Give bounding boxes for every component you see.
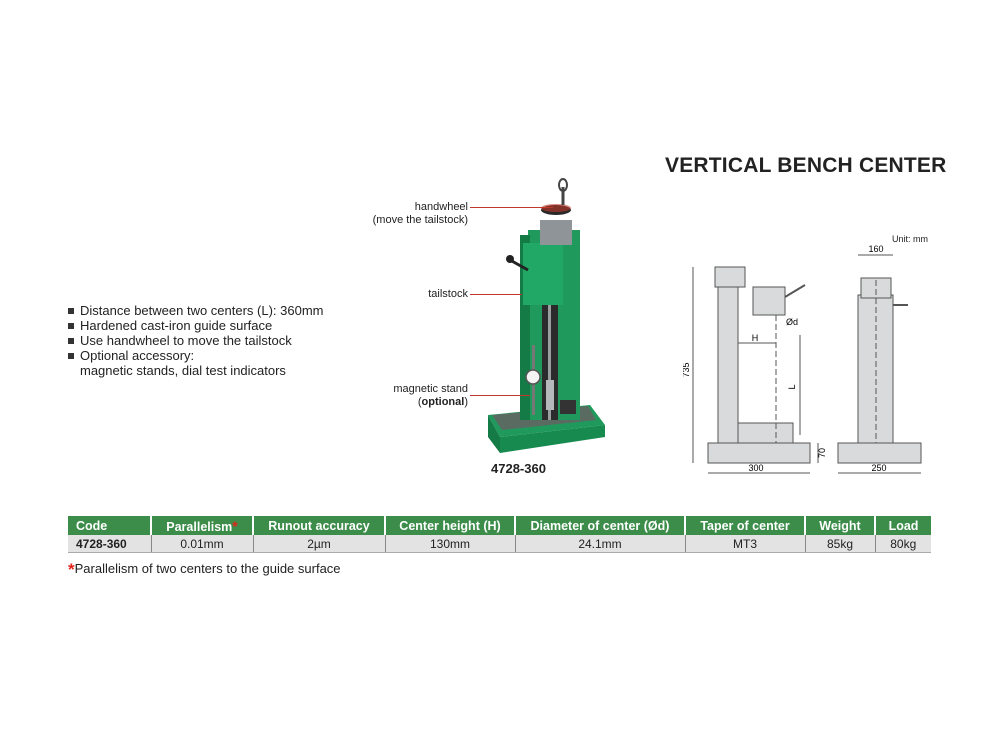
feature-text: Use handwheel to move the tailstock [80,333,292,348]
tailstock-callout: tailstock [400,288,468,301]
handle-line [784,284,806,298]
cell-taper-of-center: MT3 [685,535,806,553]
magnetic-stand-callout-line [470,395,530,396]
dim-300-text: 300 [748,463,763,473]
tailstock-label: tailstock [428,288,468,300]
bullet-icon [68,353,74,359]
feature-text: Hardened cast-iron guide surface [80,318,273,333]
dim-735-text: 735 [683,362,691,377]
front-tailstock [752,286,786,316]
dim-70-text: 70 [817,448,827,458]
handwheel-ring [558,178,568,192]
unit-label: Unit: mm [892,234,928,244]
product-photo [488,178,605,453]
label-h-text: H [752,333,759,343]
header-load: Load [875,516,931,535]
header-taper-of-center: Taper of center [685,516,806,535]
magnetic-stand-base [560,400,576,414]
handwheel-label: handwheel [414,201,468,213]
spec-table: Code Parallelism* Runout accuracy Center… [68,516,931,553]
handwheel-rim [541,204,571,212]
footnote: *Parallelism of two centers to the guide… [68,558,341,579]
cell-code: 4728-360 [68,535,152,553]
footnote-asterisk-icon: * [68,560,75,579]
feature-item: Optional accessory: [68,348,324,363]
cell-load: 80kg [875,535,931,553]
cell-center-height: 130mm [385,535,516,553]
dial-indicator [525,369,541,385]
header-runout-accuracy: Runout accuracy [253,516,386,535]
header-center-height: Center height (H) [385,516,516,535]
dim-160-text: 160 [868,244,883,254]
footnote-text: Parallelism of two centers to the guide … [74,561,341,576]
cell-weight: 85kg [805,535,876,553]
front-column [717,286,739,444]
handwheel-callout-line [470,207,553,208]
tailstock-top [540,220,572,245]
tailstock-lever [509,258,529,272]
front-view-drawing: 735 300 70 H L Ød [683,266,827,474]
optional-label: (optional) [417,396,468,408]
header-weight: Weight [805,516,876,535]
tailstock-block [523,243,563,305]
feature-continuation: magnetic stands, dial test indicators [80,363,286,378]
feature-text: Distance between two centers (L): 360mm [80,303,324,318]
label-d-text: Ød [786,317,798,327]
side-base [837,442,922,464]
handwheel-callout: handwheel (move the tailstock) [340,201,468,227]
front-top-cap [714,266,746,288]
front-base [707,442,811,464]
cell-diameter-of-center: 24.1mm [515,535,686,553]
feature-text: Optional accessory: [80,348,195,363]
bullet-icon [68,323,74,329]
base-front [488,415,500,453]
label-l-text: L [787,384,797,389]
header-diameter-of-center: Diameter of center (Ød) [515,516,686,535]
asterisk-icon: * [232,517,238,534]
lower-center [546,380,554,410]
feature-item: Distance between two centers (L): 360mm [68,303,324,318]
magnetic-stand-label: magnetic stand [393,383,468,395]
magnetic-stand-callout: magnetic stand (optional) [370,383,468,409]
model-code: 4728-360 [491,461,546,476]
cell-parallelism: 0.01mm [151,535,254,553]
lever-knob [506,255,514,263]
dim-250-text: 250 [871,463,886,473]
tailstock-callout-line [470,294,522,295]
guide-rod [548,285,551,420]
feature-list: Distance between two centers (L): 360mm … [68,303,324,378]
bullet-icon [68,338,74,344]
feature-item: Hardened cast-iron guide surface [68,318,324,333]
header-parallelism: Parallelism* [151,516,254,535]
header-code: Code [68,516,152,535]
base-front-face [500,425,605,453]
table-header-row: Code Parallelism* Runout accuracy Center… [68,516,931,535]
cell-runout-accuracy: 2µm [253,535,386,553]
page-title: VERTICAL BENCH CENTER [665,154,947,177]
table-row: 4728-360 0.01mm 2µm 130mm 24.1mm MT3 85k… [68,535,931,553]
feature-item: Use handwheel to move the tailstock [68,333,324,348]
side-view-drawing: 160 250 [837,244,922,474]
bullet-icon [68,308,74,314]
handwheel-note: (move the tailstock) [372,214,468,226]
column-side [520,235,530,420]
front-lower-head [737,422,794,444]
